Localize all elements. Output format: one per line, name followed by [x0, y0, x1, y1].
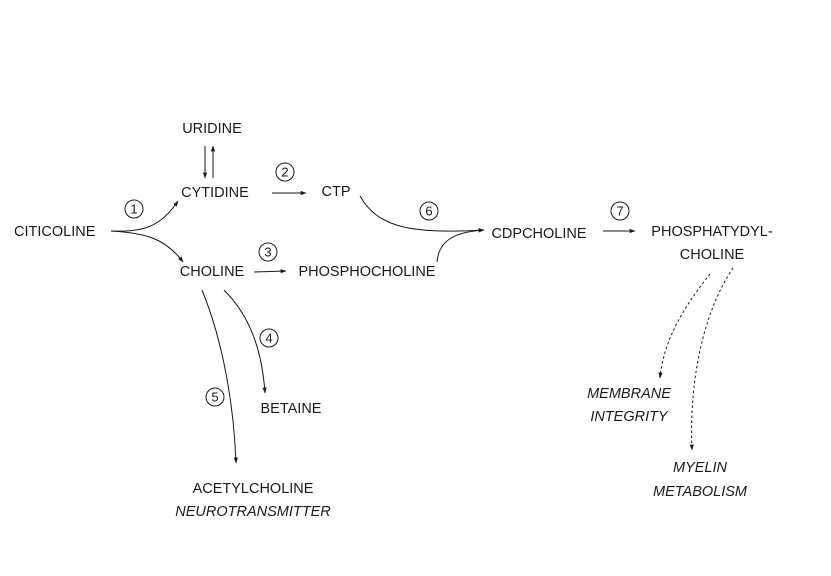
- node-membrane-line2: INTEGRITY: [590, 409, 669, 425]
- node-myelin-line2: METABOLISM: [653, 484, 748, 500]
- node-choline: CHOLINE: [180, 264, 245, 280]
- arrow-citicoline-to-choline: [110, 230, 184, 263]
- node-uridine: URIDINE: [182, 121, 242, 137]
- node-acetylcholine: ACETYLCHOLINE: [193, 481, 314, 497]
- step-marker-1: 1: [124, 199, 144, 219]
- node-betaine: BETAINE: [261, 401, 322, 417]
- step-marker-4: 4: [259, 328, 279, 348]
- node-phosphatidylcholine-line2: CHOLINE: [680, 247, 745, 263]
- arrow-phosphatidylcholine-to-myelin: [689, 267, 734, 451]
- node-citicoline: CITICOLINE: [14, 224, 96, 240]
- arrow-choline-to-betaine: [223, 289, 267, 394]
- node-myelin-line1: MYELIN: [673, 460, 728, 476]
- step-number: 5: [211, 390, 218, 405]
- step-marker-5: 5: [205, 387, 225, 407]
- step-marker-6: 6: [419, 201, 439, 221]
- arrow-choline-to-acetylcholine: [201, 289, 238, 464]
- arrow-phosphocholine-to-cdpcholine: [436, 228, 485, 263]
- arrow-citicoline-to-cytidine: [110, 200, 179, 232]
- arrow-ctp-to-cdpcholine: [359, 195, 485, 233]
- node-cytidine: CYTIDINE: [181, 185, 249, 201]
- step-number: 4: [265, 331, 272, 346]
- arrow-phosphatidylcholine-to-membrane: [658, 273, 711, 379]
- step-number: 1: [130, 202, 137, 217]
- step-number: 7: [616, 204, 623, 219]
- arrow-choline-to-phosphocholine: [253, 269, 287, 274]
- step-number: 6: [425, 204, 432, 219]
- step-marker-2: 2: [275, 162, 295, 182]
- node-ctp: CTP: [322, 184, 351, 200]
- step-number: 2: [281, 165, 288, 180]
- node-phosphatidylcholine-line1: PHOSPHATYDYL-: [651, 224, 773, 240]
- node-phosphocholine: PHOSPHOCHOLINE: [299, 264, 436, 280]
- step-number: 3: [264, 245, 271, 260]
- step-marker-3: 3: [258, 242, 278, 262]
- node-neurotransmitter: NEUROTRANSMITTER: [175, 504, 331, 520]
- node-cdpcholine: CDPCHOLINE: [491, 226, 586, 242]
- node-membrane-line1: MEMBRANE: [587, 386, 671, 402]
- step-marker-7: 7: [610, 201, 630, 221]
